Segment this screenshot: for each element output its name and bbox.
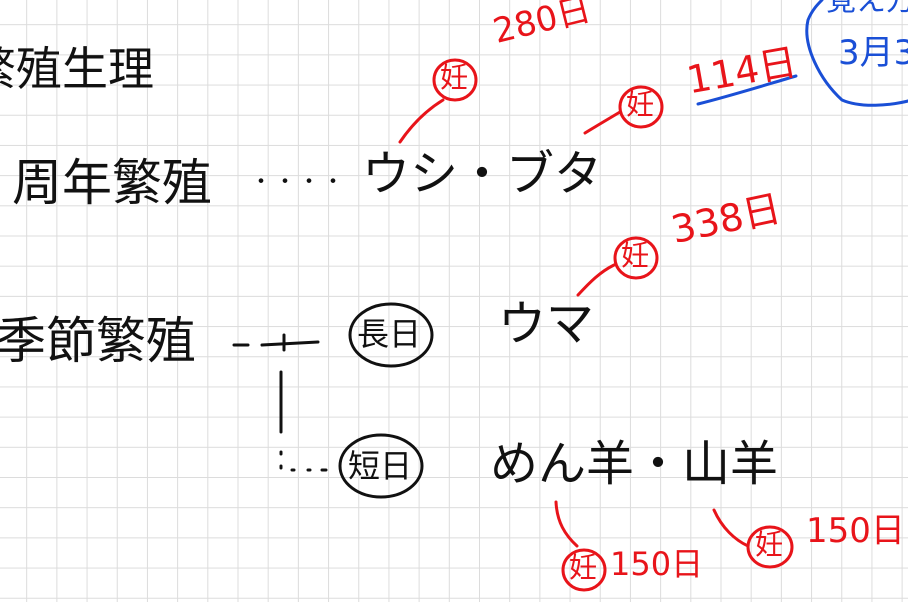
goat-badge-circle: [746, 525, 794, 569]
annual-breeding-label: 周年繁殖: [12, 154, 212, 212]
pig-gestation-badge: 妊: [626, 88, 655, 121]
goat-connector: [712, 508, 750, 548]
sheep-badge-circle: [561, 548, 607, 592]
long-day-circle: [348, 302, 434, 368]
sheep-gestation-badge: 妊: [569, 551, 598, 584]
branch-dots: [279, 450, 328, 472]
branch-top: [260, 340, 320, 347]
annual-animals: ウシ・ブタ: [362, 146, 603, 202]
goat-gestation-badge: 妊: [755, 528, 784, 561]
horse-connector: [576, 263, 616, 297]
cow-badge-circle: [432, 58, 478, 102]
cow-connector: [398, 98, 445, 144]
horse-label: ウマ: [498, 296, 595, 352]
sheep-gestation-days: 150日: [610, 545, 704, 583]
goat-gestation-days: 150日: [806, 511, 905, 551]
seasonal-breeding-label: 季節繁殖: [0, 312, 196, 370]
page-heading: 繁殖生理: [0, 42, 154, 96]
horse-gestation-badge: 妊: [621, 239, 650, 272]
pig-days-underline: [696, 74, 798, 106]
sheep-goat-label: めん羊・山羊: [490, 436, 779, 492]
memo-line-2: 3月3: [838, 33, 908, 73]
memo-line-1: 覚え方: [826, 0, 908, 18]
short-day-circle: [338, 433, 424, 499]
long-day-mark: 長日: [357, 315, 422, 353]
memo-box: [805, 0, 908, 107]
annual-leader-dots: ・・・・: [250, 170, 347, 195]
short-day-mark: 短日: [348, 447, 413, 485]
cow-gestation-badge: 妊: [440, 61, 469, 94]
pig-badge-circle: [618, 85, 664, 129]
pig-connector: [583, 110, 622, 135]
sheep-connector: [554, 500, 579, 548]
horse-badge-circle: [613, 236, 659, 280]
